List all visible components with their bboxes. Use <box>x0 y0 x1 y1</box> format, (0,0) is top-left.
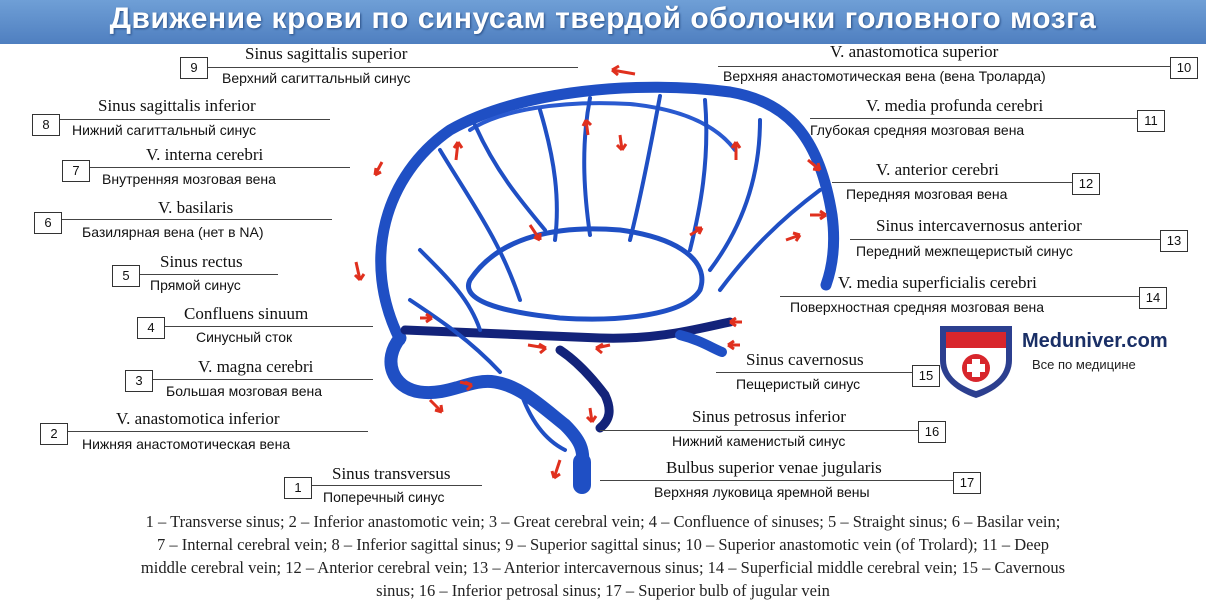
label-lat-17: Bulbus superior venae jugularis <box>666 458 882 477</box>
label-num-15: 15 <box>912 365 940 387</box>
leader-line-10 <box>718 66 1170 67</box>
label-num-17: 17 <box>953 472 981 494</box>
leader-line-3 <box>153 379 373 380</box>
label-num-7: 7 <box>62 160 90 182</box>
shield-cross-icon <box>940 326 1012 398</box>
label-num-4: 4 <box>137 317 165 339</box>
label-num-9: 9 <box>180 57 208 79</box>
label-num-8: 8 <box>32 114 60 136</box>
legend-line: 7 – Internal cerebral vein; 8 – Inferior… <box>156 535 1050 554</box>
label-lat-8: Sinus sagittalis inferior <box>98 96 256 115</box>
straight-sinus <box>400 317 735 343</box>
title-bar <box>0 0 1206 44</box>
label-rus-6: Базилярная вена (нет в NA) <box>82 224 264 240</box>
cavernous-sinus <box>675 330 727 357</box>
label-rus-2: Нижняя анастомотическая вена <box>82 436 291 452</box>
label-lat-13: Sinus intercavernosus anterior <box>876 216 1082 235</box>
deep-vein-dark <box>555 345 614 433</box>
leader-line-15 <box>716 372 912 373</box>
leader-line-6 <box>62 219 332 220</box>
label-lat-14: V. media superficialis cerebri <box>838 273 1037 292</box>
basal-ring <box>466 226 705 322</box>
leader-line-13 <box>850 239 1160 240</box>
label-lat-10: V. anastomotica superior <box>830 42 999 61</box>
leader-line-5 <box>140 274 278 275</box>
label-lat-4: Confluens sinuum <box>184 304 309 323</box>
label-num-6: 6 <box>34 212 62 234</box>
legend-line: 1 – Transverse sinus; 2 – Inferior anast… <box>145 512 1061 531</box>
leader-line-7 <box>90 167 350 168</box>
label-num-16: 16 <box>918 421 946 443</box>
label-lat-7: V. interna cerebri <box>146 145 264 164</box>
leader-line-14 <box>780 296 1139 297</box>
label-rus-8: Нижний сагиттальный синус <box>72 122 257 138</box>
leader-line-2 <box>68 431 368 432</box>
leader-line-12 <box>832 182 1072 183</box>
legend-line: middle cerebral vein; 12 – Anterior cere… <box>140 558 1066 577</box>
label-num-1: 1 <box>284 477 312 499</box>
label-rus-15: Пещеристый синус <box>736 376 861 392</box>
label-rus-12: Передняя мозговая вена <box>846 186 1008 202</box>
label-rus-17: Верхняя луковица яремной вены <box>654 484 870 500</box>
superior-sagittal-sinus <box>375 81 840 346</box>
label-rus-14: Поверхностная средняя мозговая вена <box>790 299 1045 315</box>
legend-line: sinus; 16 – Inferior petrosal sinus; 17 … <box>376 581 830 600</box>
label-rus-11: Глубокая средняя мозговая вена <box>810 122 1025 138</box>
label-lat-12: V. anterior cerebri <box>876 160 999 179</box>
leader-line-16 <box>600 430 918 431</box>
leader-line-4 <box>165 326 373 327</box>
label-lat-9: Sinus sagittalis superior <box>245 44 408 63</box>
label-rus-9: Верхний сагиттальный синус <box>222 70 411 86</box>
label-lat-6: V. basilaris <box>158 198 234 217</box>
label-rus-10: Верхняя анастомотическая вена (вена Трол… <box>723 68 1046 84</box>
label-num-3: 3 <box>125 370 153 392</box>
label-num-12: 12 <box>1072 173 1100 195</box>
leader-line-9 <box>208 67 578 68</box>
page-title: Движение крови по синусам твердой оболоч… <box>109 2 1097 35</box>
label-lat-1: Sinus transversus <box>332 464 451 483</box>
label-lat-2: V. anastomotica inferior <box>116 409 280 428</box>
label-num-14: 14 <box>1139 287 1167 309</box>
label-lat-16: Sinus petrosus inferior <box>692 407 846 426</box>
label-num-13: 13 <box>1160 230 1188 252</box>
leader-line-11 <box>810 118 1137 119</box>
transverse-sinus <box>384 331 590 475</box>
label-rus-5: Прямой синус <box>150 277 241 293</box>
label-rus-1: Поперечный синус <box>323 489 445 505</box>
leader-line-17 <box>600 480 953 481</box>
leader-line-1 <box>312 485 482 486</box>
label-lat-11: V. media profunda cerebri <box>866 96 1044 115</box>
label-num-5: 5 <box>112 265 140 287</box>
inferior-sagittal-sinus <box>468 101 737 152</box>
label-rus-4: Синусный сток <box>196 329 293 345</box>
label-lat-5: Sinus rectus <box>160 252 243 271</box>
label-rus-3: Большая мозговая вена <box>166 383 322 399</box>
logo-name: Meduniver.com <box>1022 330 1168 352</box>
label-num-10: 10 <box>1170 57 1198 79</box>
leader-line-8 <box>60 119 330 120</box>
label-rus-13: Передний межпещеристый синус <box>856 243 1073 259</box>
label-rus-7: Внутренняя мозговая вена <box>102 171 276 187</box>
label-lat-15: Sinus cavernosus <box>746 350 864 369</box>
label-num-11: 11 <box>1137 110 1165 132</box>
label-lat-3: V. magna cerebri <box>198 357 314 376</box>
label-num-2: 2 <box>40 423 68 445</box>
logo-tagline: Все по медицине <box>1032 357 1136 372</box>
label-rus-16: Нижний каменистый синус <box>672 433 846 449</box>
legend: 1 – Transverse sinus; 2 – Inferior anast… <box>0 510 1206 602</box>
meduniver-logo[interactable]: Meduniver.com Все по медицине <box>936 320 1196 400</box>
